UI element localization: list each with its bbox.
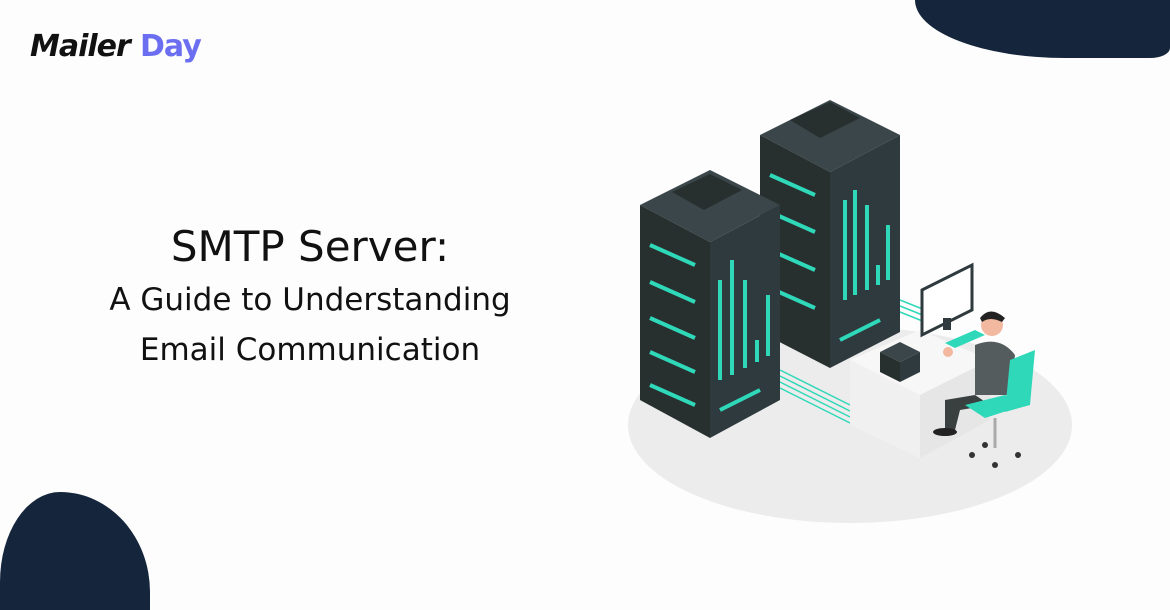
server-illustration xyxy=(628,100,1072,523)
server-rack-front xyxy=(640,170,780,438)
server-rack-back xyxy=(760,100,900,368)
office-chair xyxy=(965,350,1035,468)
subtitle-line-1: A Guide to Understanding xyxy=(109,282,511,318)
decorative-blob-top-right xyxy=(915,0,1170,58)
mailerday-logo: Mailer Day xyxy=(30,29,203,64)
small-box xyxy=(880,342,920,382)
monitor xyxy=(920,262,974,338)
page-title: SMTP Server: xyxy=(170,222,450,271)
decorative-blob-bottom-left xyxy=(0,492,150,610)
logo-text-mailer: Mailer xyxy=(30,29,133,64)
subtitle-line-2: Email Communication xyxy=(139,332,481,368)
keyboard xyxy=(945,330,985,348)
logo-text-day: Day xyxy=(140,29,202,64)
network-cables xyxy=(779,299,926,424)
